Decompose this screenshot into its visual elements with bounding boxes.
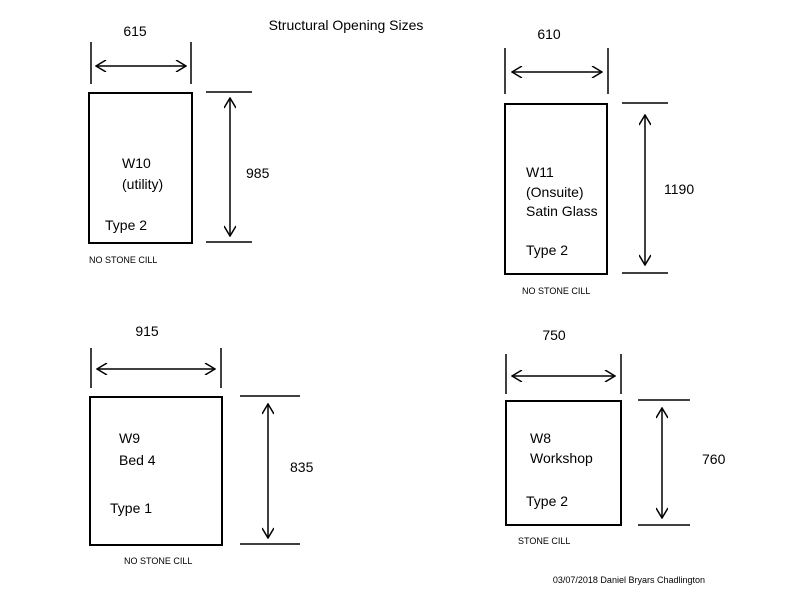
w9-label-line-2: Bed 4 (119, 452, 156, 468)
w8-label-line-2: Workshop (530, 450, 593, 466)
w9-type-label: Type 1 (110, 500, 152, 516)
w9-height-label: 835 (290, 459, 314, 475)
window-w10-outline (88, 92, 193, 244)
w9-width-label: 915 (135, 323, 159, 339)
w8-height-label: 760 (702, 451, 726, 467)
page-title: Structural Opening Sizes (269, 17, 424, 33)
w8-width-label: 750 (542, 327, 566, 343)
w11-label-line-3: Satin Glass (526, 203, 598, 219)
window-w10: 615 985 W10 (utility) Type 2 NO STONE CI… (88, 23, 270, 265)
w10-label-line-1: W10 (122, 155, 151, 171)
window-w9-outline (89, 396, 223, 546)
window-w9: 915 835 W9 Bed 4 Type 1 NO STONE CILL (89, 323, 314, 566)
w10-cill-note: NO STONE CILL (89, 255, 157, 265)
w11-label-line-2: (Onsuite) (526, 184, 584, 200)
window-w8-outline (505, 400, 622, 526)
w8-label-line-1: W8 (530, 430, 551, 446)
w9-label-line-1: W9 (119, 430, 140, 446)
window-w11-outline (504, 103, 608, 275)
footer-credit: 03/07/2018 Daniel Bryars Chadlington (553, 575, 705, 585)
w9-cill-note: NO STONE CILL (124, 556, 192, 566)
w8-type-label: Type 2 (526, 493, 568, 509)
w10-width-label: 615 (123, 23, 147, 39)
w11-height-label: 1190 (664, 181, 694, 197)
w10-height-label: 985 (246, 165, 270, 181)
w11-type-label: Type 2 (526, 242, 568, 258)
window-w8: 750 760 W8 Workshop Type 2 STONE CILL (505, 327, 726, 546)
w10-label-line-2: (utility) (122, 176, 163, 192)
window-w11: 610 1190 W11 (Onsuite) Satin Glass Type … (504, 26, 694, 296)
w11-label-line-1: W11 (526, 164, 554, 180)
w8-cill-note: STONE CILL (518, 536, 570, 546)
w11-width-label: 610 (537, 26, 561, 42)
w10-type-label: Type 2 (105, 217, 147, 233)
w11-cill-note: NO STONE CILL (522, 286, 590, 296)
